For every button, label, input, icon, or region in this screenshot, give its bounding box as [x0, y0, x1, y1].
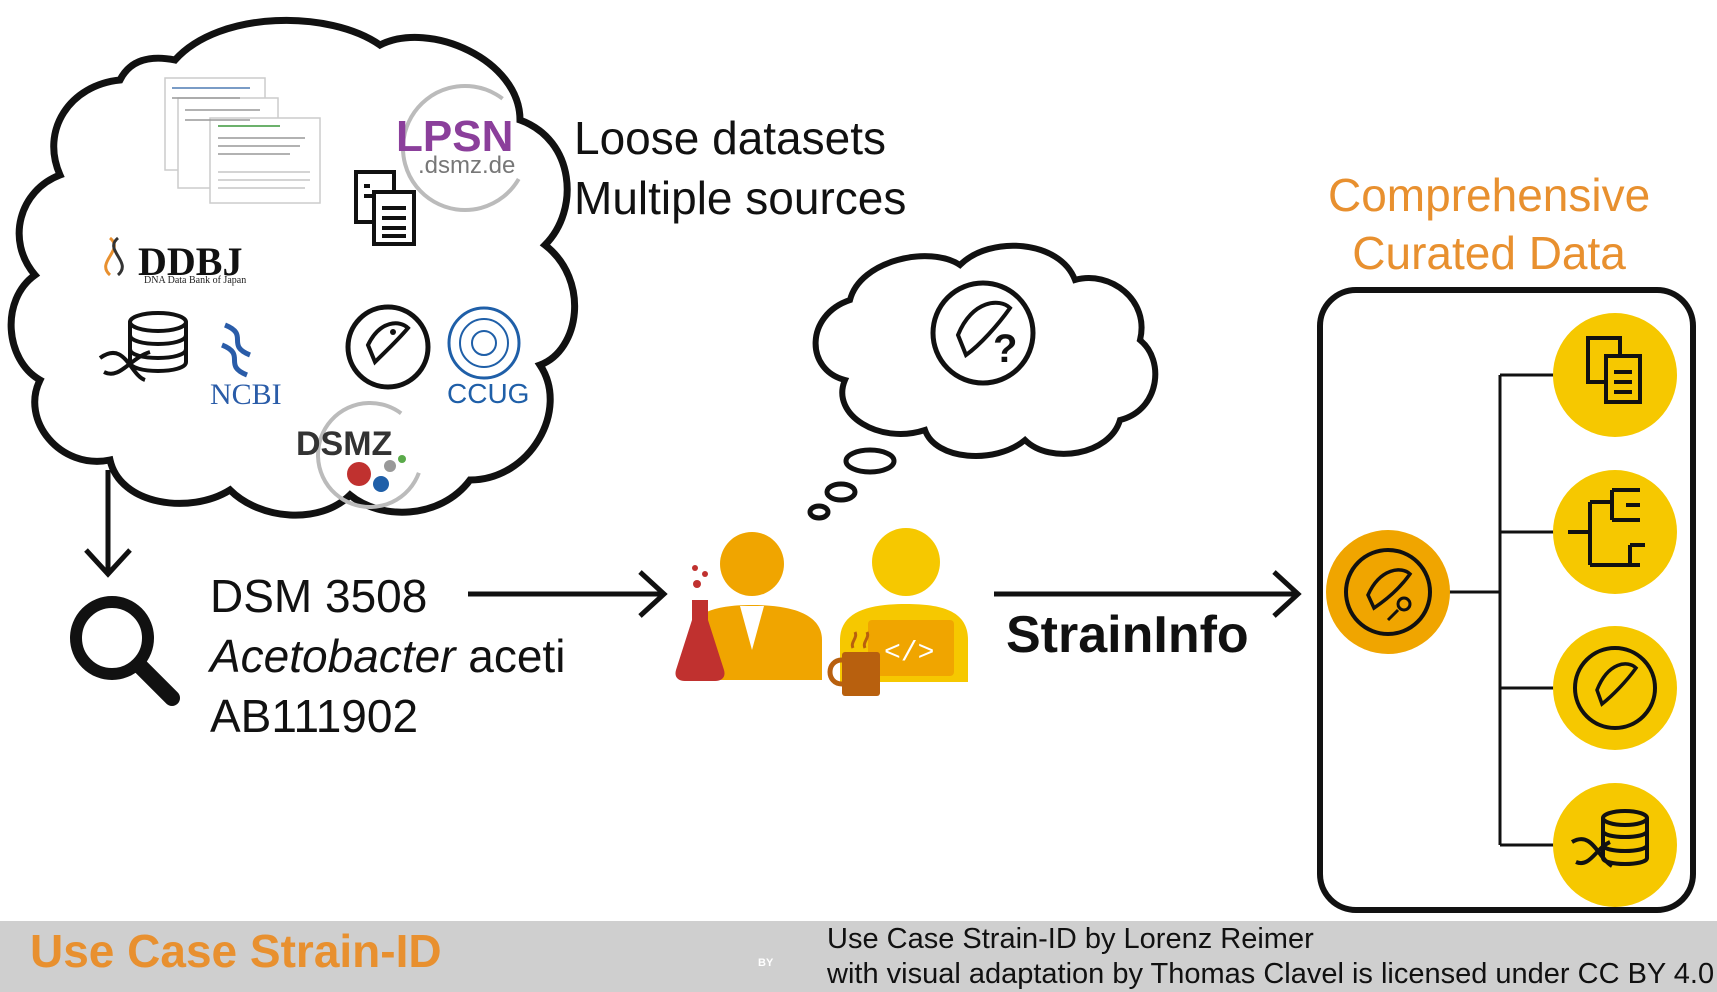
strain-key-node [1326, 530, 1450, 654]
lpsn-logo-text: LPSN [396, 112, 514, 161]
ddbj-logo-text: DDBJ [138, 239, 243, 284]
thought-bubble-3 [807, 503, 831, 521]
arrow-down-icon [84, 470, 132, 578]
dsmz-logo-text: DSMZ [296, 425, 393, 463]
search-icon [70, 596, 180, 706]
result-heading: Comprehensive Curated Data [1328, 166, 1650, 282]
data-sources-cloud [7, 16, 579, 519]
documents-node [1553, 313, 1677, 437]
cc-badge-by-text: BY [758, 957, 774, 969]
ccug-seal-icon [447, 306, 521, 380]
scientist-icon [688, 532, 822, 680]
straininfo-label: StrainInfo [1006, 606, 1249, 664]
database-icon [98, 311, 188, 382]
microbe-question-icon: ? [930, 280, 1036, 386]
cloud-heading-line2: Multiple sources [574, 172, 907, 224]
ncbi-helix-icon [220, 322, 252, 378]
microbe-icon-cloud [345, 304, 431, 390]
arrow-right-icon-2 [994, 570, 1302, 618]
ddbj-logo-subtext: DNA Data Bank of Japan [144, 275, 247, 286]
documents-icon [354, 170, 416, 246]
dsmz-logo-icon [316, 401, 424, 509]
lpsn-logo-subtext: .dsmz.de [418, 152, 516, 179]
svg-text:?: ? [993, 327, 1017, 371]
cloud-heading-line1: Loose datasets [574, 112, 887, 164]
svg-text:</>: </> [884, 638, 934, 669]
ccug-logo-text: CCUG [447, 378, 530, 409]
query-species: aceti [455, 630, 566, 682]
license-line2: with visual adaptation by Thomas Clavel … [827, 958, 1715, 990]
ddbj-helix-icon [104, 236, 124, 277]
coffee-mug-icon [827, 631, 880, 696]
license-line1: Use Case Strain-ID by Lorenz Reimer [827, 923, 1314, 955]
query-line1: DSM 3508 [210, 570, 428, 622]
result-heading-line1: Comprehensive [1328, 169, 1651, 221]
tree-connectors [1436, 373, 1555, 847]
cloud-heading: Loose datasets Multiple sources [574, 108, 906, 228]
footer-title: Use Case Strain-ID [30, 925, 442, 977]
thought-cloud [812, 242, 1159, 459]
license-text: Use Case Strain-ID by Lorenz Reimer with… [827, 922, 1714, 992]
query-genus: Acetobacter [210, 630, 456, 682]
thought-bubble-1 [843, 447, 897, 475]
flask-icon [675, 565, 725, 681]
thought-bubble-2 [824, 481, 858, 503]
phylogeny-node [1553, 470, 1677, 594]
curated-data-box [1317, 287, 1696, 913]
footer-bar [0, 921, 1717, 992]
query-line3: AB111902 [210, 690, 419, 742]
result-heading-line2: Curated Data [1352, 227, 1626, 279]
query-line2: Acetobacter aceti [210, 626, 565, 686]
database-node [1553, 783, 1677, 907]
papers-stack-icon [164, 77, 321, 204]
arrow-right-icon-1 [468, 570, 668, 618]
strain-query: DSM 3508 Acetobacter aceti AB111902 [210, 566, 565, 746]
ncbi-logo-text: NCBI [210, 378, 282, 411]
microbe-node [1553, 626, 1677, 750]
